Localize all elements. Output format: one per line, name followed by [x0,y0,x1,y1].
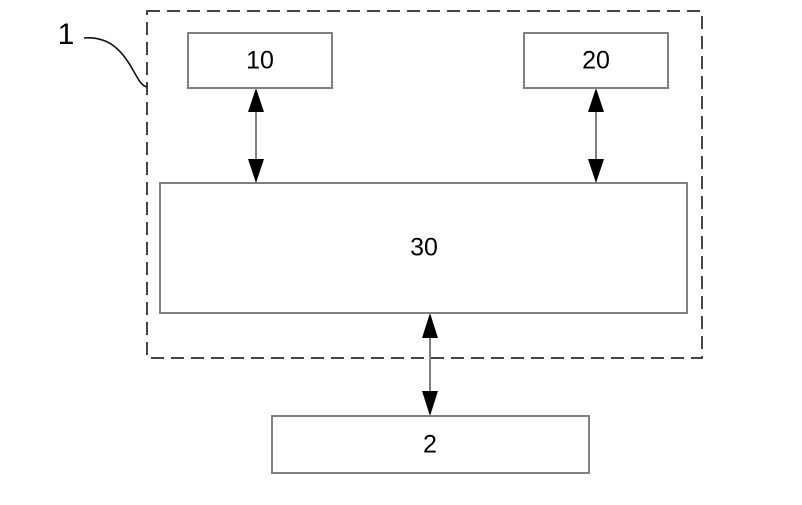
system-enclosure-boundary [146,10,703,359]
block-10-outline [187,32,333,89]
block-10[interactable]: 10 [187,32,333,89]
connector-block20-block30 [588,88,604,183]
arrow-head-down [422,391,438,416]
block-20-label: 20 [582,47,610,75]
block-20-outline [523,32,669,89]
arrow-head-down [588,159,604,183]
block-30[interactable]: 30 [159,182,688,314]
reference-leader-line [83,37,148,88]
arrow-head-up [422,313,438,338]
block-2[interactable]: 2 [271,415,590,474]
block-2-label: 2 [423,431,437,459]
block-20[interactable]: 20 [523,32,669,89]
block-10-label: 10 [246,47,274,75]
arrow-head-up [588,88,604,112]
arrow-head-down [248,159,264,183]
block-30-label: 30 [410,234,438,262]
connector-block10-block30 [248,88,264,183]
arrow-head-up [248,88,264,112]
block-30-outline [159,182,688,314]
enclosure-reference-label: 1 [58,18,75,51]
connector-block30-block2 [422,313,438,416]
block-2-outline [271,415,590,474]
